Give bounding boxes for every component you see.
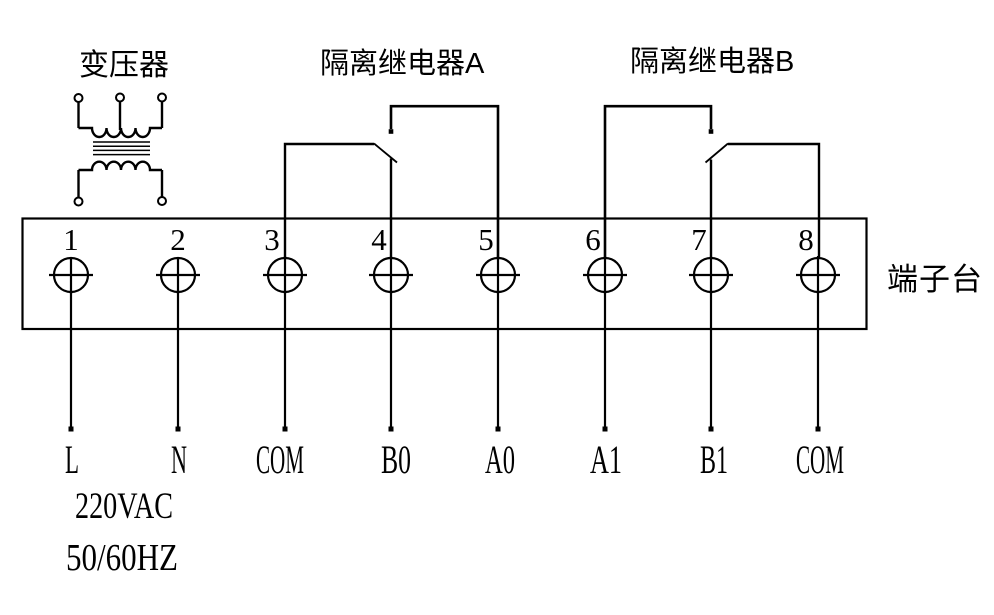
relay-b-com-wire <box>728 142 821 258</box>
voltage-label: 220VAC <box>75 486 173 527</box>
terminal-number: 6 <box>585 222 601 257</box>
terminal-8: 8 COM <box>796 222 844 482</box>
wire-end-dot <box>175 426 181 432</box>
relay-b-no-contact-wire <box>603 104 713 258</box>
terminal-number: 1 <box>63 222 79 257</box>
terminal-block: 端子台 1 L 2 N 3 COM <box>21 217 983 482</box>
relay-a-label: 隔离继电器A <box>320 47 485 80</box>
transformer-terminal-circle <box>73 93 84 103</box>
terminal-number: 3 <box>264 222 280 257</box>
terminal-cross <box>689 256 733 294</box>
terminal-6: 6 A1 <box>583 222 627 482</box>
terminal-number: 5 <box>478 222 494 257</box>
relay-a-contact-dot <box>388 129 394 134</box>
terminal-number: 7 <box>691 222 707 257</box>
wire-end-dot <box>68 426 74 432</box>
transformer-terminal-circle <box>73 196 84 207</box>
terminal-cross <box>369 256 413 294</box>
signal-label: A0 <box>485 437 515 482</box>
transformer-primary-coil <box>78 126 162 139</box>
transformer-terminal-circle <box>157 196 167 206</box>
relay-a-no-contact-wire <box>389 104 500 258</box>
terminal-block-outline <box>21 217 868 331</box>
terminal-cross <box>583 256 627 294</box>
wire-end-dot <box>495 426 501 432</box>
relay-b-contact-dot <box>708 129 714 134</box>
signal-label: L <box>65 437 79 482</box>
relay-b-label: 隔离继电器B <box>630 45 794 78</box>
relay-b-switch-blade <box>704 142 729 164</box>
terminal-7: 7 B1 <box>689 222 733 482</box>
relay-b: 隔离继电器B <box>603 45 821 258</box>
terminal-3: 3 COM <box>256 222 307 482</box>
signal-label: A1 <box>590 437 622 482</box>
transformer-terminal-circle <box>157 92 167 103</box>
terminal-1: 1 L <box>49 222 93 482</box>
wire-end-dot <box>708 426 714 432</box>
terminal-4: 4 B0 <box>369 222 413 482</box>
terminal-block-label: 端子台 <box>887 262 983 297</box>
relay-a-com-wire <box>283 142 374 258</box>
terminal-number: 2 <box>170 222 186 257</box>
wire-end-dot <box>815 426 821 432</box>
terminal-number: 4 <box>371 222 387 257</box>
wire-end-dot <box>602 426 608 432</box>
power-rating: 220VAC 50/60HZ <box>66 486 178 579</box>
wire-end-dot <box>282 426 288 432</box>
frequency-label: 50/60HZ <box>66 537 178 579</box>
transformer-core <box>93 141 150 156</box>
terminal-5: 5 A0 <box>476 222 520 482</box>
relay-a-switch-blade <box>373 142 398 164</box>
signal-label: B1 <box>700 437 728 482</box>
terminal-cross <box>49 258 93 294</box>
transformer-terminal-circle <box>115 92 125 103</box>
signal-label: B0 <box>381 437 411 482</box>
transformer-label: 变压器 <box>79 49 169 82</box>
wire-end-dot <box>388 426 394 432</box>
terminal-number: 8 <box>798 222 814 257</box>
terminal-cross <box>263 256 307 294</box>
signal-label: COM <box>256 437 304 482</box>
relay-a: 隔离继电器A <box>283 47 500 258</box>
terminal-cross <box>156 258 200 294</box>
signal-label: N <box>171 437 187 482</box>
transformer: 变压器 <box>73 49 169 207</box>
signal-label: COM <box>796 437 844 482</box>
terminal-cross <box>796 256 840 294</box>
transformer-secondary-coil <box>78 160 162 172</box>
terminal-2: 2 N <box>156 222 200 482</box>
terminal-cross <box>476 256 520 294</box>
